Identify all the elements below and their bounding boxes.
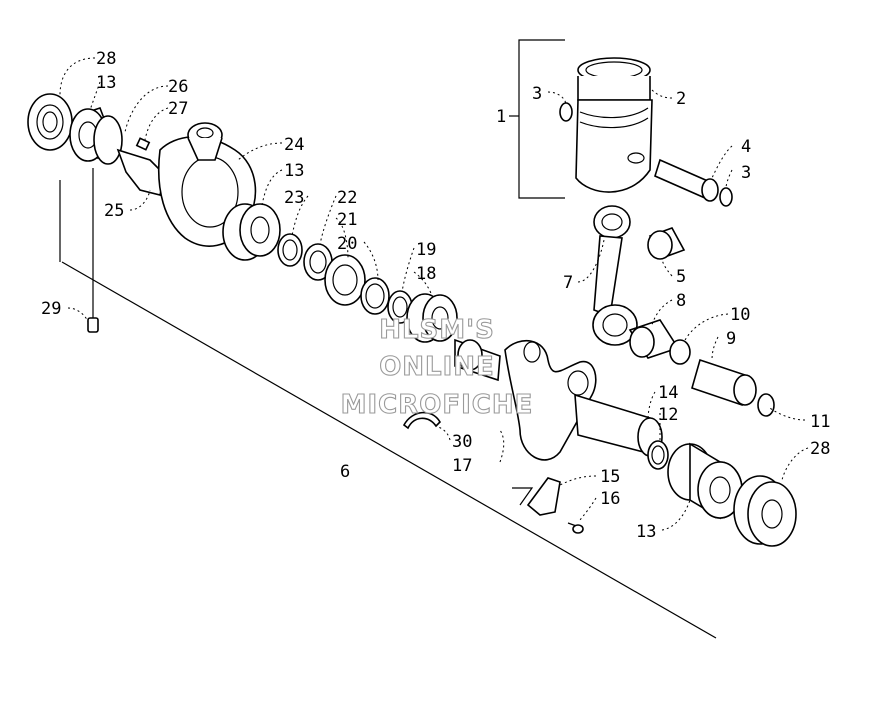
label-6: 6 bbox=[340, 462, 350, 482]
leader-3a bbox=[547, 91, 567, 105]
leader-29 bbox=[67, 307, 89, 323]
circlip-right bbox=[719, 187, 733, 207]
woodruff-key bbox=[135, 137, 151, 151]
center-bearing-18 bbox=[406, 293, 458, 343]
label-11: 11 bbox=[810, 412, 830, 432]
leader-17 bbox=[499, 429, 505, 463]
leader-28a bbox=[59, 57, 96, 96]
left-main-bearing bbox=[69, 106, 123, 165]
right-main-bearing bbox=[667, 442, 743, 520]
label-13: 13 bbox=[96, 73, 116, 93]
label-26: 26 bbox=[168, 77, 188, 97]
label-25: 25 bbox=[104, 201, 124, 221]
leader-27 bbox=[144, 107, 169, 141]
label-28: 28 bbox=[96, 49, 116, 69]
seal-21 bbox=[324, 254, 366, 306]
washer-12 bbox=[647, 440, 669, 470]
leader-2 bbox=[649, 87, 673, 99]
label-27: 27 bbox=[168, 99, 188, 119]
piston-pin bbox=[654, 158, 719, 202]
leader-3b bbox=[725, 169, 733, 189]
label-14: 14 bbox=[658, 383, 678, 403]
needle-bearing-8 bbox=[628, 319, 680, 359]
washer-10 bbox=[669, 339, 691, 365]
left-crank-bearing bbox=[222, 203, 281, 261]
leader-28b bbox=[781, 447, 809, 481]
bracket-15 bbox=[526, 477, 561, 516]
label-3: 3 bbox=[741, 163, 751, 183]
watermark: HLSM'S ONLINE MICROFICHE bbox=[340, 314, 534, 420]
label-1: 1 bbox=[496, 107, 506, 127]
label-4: 4 bbox=[741, 137, 751, 157]
label-13: 13 bbox=[284, 161, 304, 181]
leader-16 bbox=[579, 497, 597, 521]
label-12: 12 bbox=[658, 405, 678, 425]
thrust-washer-23 bbox=[277, 233, 303, 267]
leader-5 bbox=[661, 257, 673, 277]
leader-14 bbox=[647, 391, 656, 421]
leader-21 bbox=[335, 217, 349, 259]
watermark-line-2: ONLINE bbox=[379, 352, 495, 382]
piston-group-bracket bbox=[518, 39, 565, 199]
washer-11 bbox=[757, 393, 775, 417]
watermark-line-1: HLSM'S bbox=[379, 315, 495, 345]
watermark-line-3: MICROFICHE bbox=[341, 390, 534, 420]
connecting-rod bbox=[592, 205, 638, 346]
leader-8 bbox=[651, 299, 673, 326]
bearing-race-22 bbox=[303, 243, 333, 281]
label-9: 9 bbox=[726, 329, 736, 349]
left-oil-seal bbox=[27, 93, 73, 151]
leader-13b bbox=[261, 169, 283, 206]
label-17: 17 bbox=[452, 456, 472, 476]
leader-11 bbox=[769, 407, 806, 421]
label-2: 2 bbox=[676, 89, 686, 109]
label-8: 8 bbox=[676, 291, 686, 311]
leader-19 bbox=[401, 247, 415, 293]
leader-22 bbox=[319, 195, 337, 246]
right-oil-seal bbox=[733, 475, 797, 547]
label-7: 7 bbox=[563, 273, 573, 293]
leader-26 bbox=[124, 85, 169, 133]
leader-25 bbox=[129, 189, 151, 211]
leader-9 bbox=[711, 336, 719, 361]
assembly-axis-line bbox=[61, 261, 717, 639]
label-20: 20 bbox=[337, 234, 357, 254]
screw-16 bbox=[567, 522, 584, 534]
label-15: 15 bbox=[600, 467, 620, 487]
label-29: 29 bbox=[41, 299, 61, 319]
label-21: 21 bbox=[337, 210, 357, 230]
leader-7 bbox=[577, 239, 605, 283]
leader-10 bbox=[683, 313, 729, 343]
label-10: 10 bbox=[730, 305, 750, 325]
crank-pin-9 bbox=[691, 358, 757, 407]
label-30: 30 bbox=[452, 432, 472, 452]
label-23: 23 bbox=[284, 188, 304, 208]
leader-13c bbox=[661, 499, 691, 531]
leader-4 bbox=[711, 145, 733, 179]
leader-30 bbox=[435, 425, 451, 441]
needle-bearing-5 bbox=[647, 227, 686, 260]
label-18: 18 bbox=[416, 264, 436, 284]
leader-23 bbox=[291, 195, 309, 237]
circlip-left bbox=[559, 102, 573, 122]
label-22: 22 bbox=[337, 188, 357, 208]
label-19: 19 bbox=[416, 240, 436, 260]
label-16: 16 bbox=[600, 489, 620, 509]
leader-15 bbox=[557, 475, 597, 487]
label-28: 28 bbox=[810, 439, 830, 459]
dowel-pin-29 bbox=[87, 317, 99, 333]
piston bbox=[575, 57, 653, 193]
ring-20 bbox=[360, 277, 390, 315]
callout-labels: 28 13 26 27 24 13 23 25 22 21 20 19 18 2… bbox=[41, 49, 830, 542]
bracket-leader bbox=[512, 487, 534, 506]
label-13: 13 bbox=[636, 522, 656, 542]
leader-20 bbox=[363, 241, 379, 281]
label-3: 3 bbox=[532, 84, 542, 104]
label-5: 5 bbox=[676, 267, 686, 287]
label-24: 24 bbox=[284, 135, 304, 155]
